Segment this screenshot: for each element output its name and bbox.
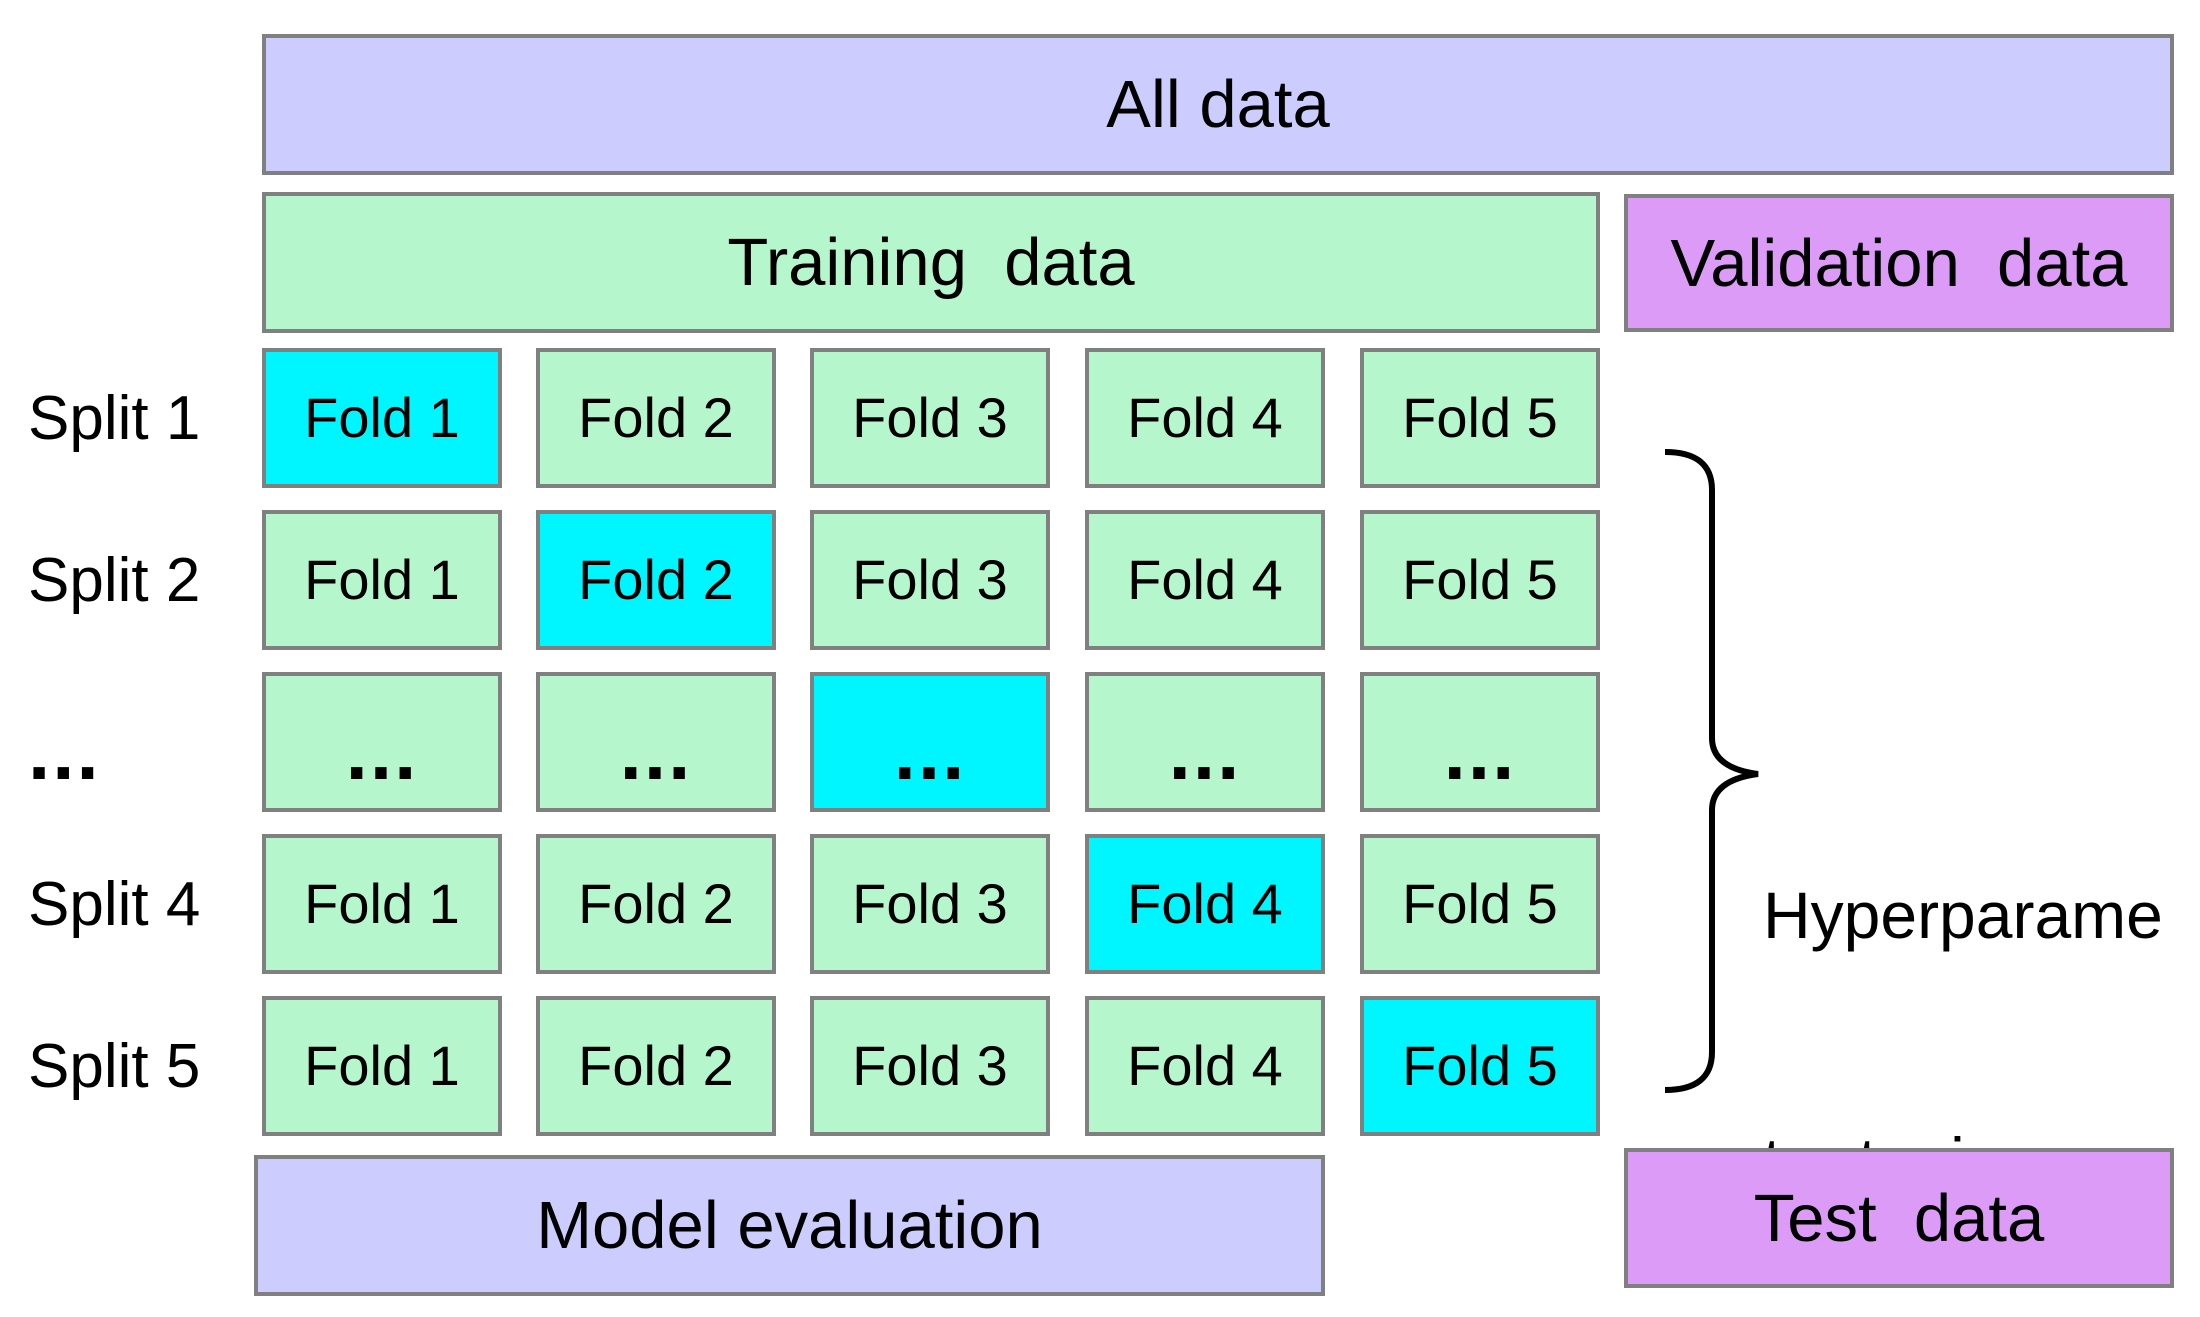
fold-cell: ... <box>1360 672 1600 812</box>
split-label-2: Split 2 <box>28 545 201 615</box>
split-label-4: Split 4 <box>28 869 201 939</box>
fold-cell: Fold 2 <box>536 996 776 1136</box>
training-data-box: Training data <box>262 192 1600 333</box>
fold-cell: ... <box>1085 672 1325 812</box>
held-out-fold-cell: Fold 4 <box>1085 834 1325 974</box>
fold-cell: Fold 1 <box>262 834 502 974</box>
fold-cell: ... <box>262 672 502 812</box>
fold-cell: Fold 4 <box>1085 348 1325 488</box>
held-out-fold-cell: Fold 5 <box>1360 996 1600 1136</box>
fold-cell: Fold 2 <box>536 348 776 488</box>
fold-cell: Fold 3 <box>810 834 1050 974</box>
all-data-box: All data <box>262 34 2174 175</box>
split-label-1: Split 1 <box>28 383 201 453</box>
held-out-fold-cell: Fold 2 <box>536 510 776 650</box>
fold-cell: Fold 4 <box>1085 996 1325 1136</box>
hyperparameter-brace <box>1664 449 1759 1093</box>
split-label-ellipsis: ... <box>28 707 101 796</box>
validation-data-box: Validation data <box>1624 194 2174 332</box>
fold-cell: Fold 1 <box>262 996 502 1136</box>
fold-cell: Fold 5 <box>1360 510 1600 650</box>
fold-cell: Fold 3 <box>810 348 1050 488</box>
model-evaluation-box: Model evaluation <box>254 1155 1325 1296</box>
fold-cell: Fold 3 <box>810 996 1050 1136</box>
split-label-5: Split 5 <box>28 1031 201 1101</box>
held-out-fold-cell: ... <box>810 672 1050 812</box>
fold-cell: Fold 1 <box>262 510 502 650</box>
fold-cell: ... <box>536 672 776 812</box>
fold-cell: Fold 3 <box>810 510 1050 650</box>
fold-cell: Fold 5 <box>1360 348 1600 488</box>
test-data-box: Test data <box>1624 1148 2174 1288</box>
fold-cell: Fold 4 <box>1085 510 1325 650</box>
held-out-fold-cell: Fold 1 <box>262 348 502 488</box>
fold-cell: Fold 5 <box>1360 834 1600 974</box>
fold-cell: Fold 2 <box>536 834 776 974</box>
hyperparameter-label-line1: Hyperparame <box>1763 878 2163 952</box>
